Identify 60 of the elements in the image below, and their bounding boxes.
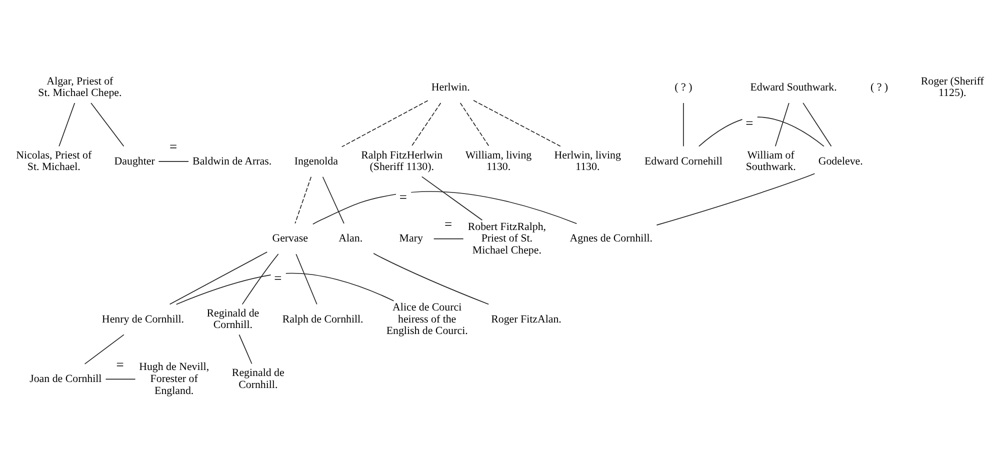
node-text: Mary (399, 232, 423, 245)
connector (373, 253, 490, 305)
connector (683, 102, 684, 147)
node-text: Robert FitzRalph, Priest of St. Michael Chepe. (468, 220, 546, 256)
node-text: Edward Cornehill (644, 155, 722, 168)
connector (656, 173, 816, 226)
edge-label: = (399, 190, 407, 205)
node-text: Gervase (272, 232, 308, 245)
node-text: Roger (Sheriff 1125). (920, 75, 984, 100)
connector (421, 176, 483, 221)
connector (105, 378, 136, 380)
node-text: Herlwin. (431, 81, 470, 94)
edge-label: = (444, 216, 452, 232)
node-text: Algar, Priest of St. Michael Chepe. (38, 75, 122, 100)
edge-label: = (746, 116, 754, 131)
node-text: Roger FitzAlan. (491, 313, 562, 326)
node-text: William of Southwark. (746, 149, 796, 174)
connector (90, 102, 124, 147)
node-text: Nicolas, Priest of St. Michael. (16, 149, 92, 174)
node-text: Ralph de Cornhill. (282, 313, 364, 326)
node-text: Daughter (114, 155, 155, 168)
connector (774, 102, 790, 147)
connector (802, 102, 832, 147)
node-text: Hugh de Nevill, Forester of England. (139, 361, 210, 397)
node-text: Herlwin, living 1130. (554, 149, 621, 174)
node-text: ( ? ) (870, 81, 888, 94)
connector (58, 102, 76, 147)
node-text: Ralph FitzHerlwin (Sheriff 1130). (361, 149, 443, 174)
node-text: Godeleve. (818, 155, 863, 168)
node-text: Edward Southwark. (750, 81, 837, 94)
connector (322, 176, 344, 224)
connector (84, 334, 124, 364)
connector (460, 102, 490, 147)
node-text: William, living 1130. (465, 149, 532, 174)
connector (411, 102, 442, 147)
node-text: Reginald de Cornhill. (206, 307, 260, 332)
connector (169, 252, 268, 305)
connector (294, 176, 312, 224)
edge-label: = (274, 270, 282, 286)
node-text: Reginald de Cornhill. (232, 367, 284, 391)
connector (473, 100, 561, 147)
connector (433, 238, 464, 240)
connector (242, 254, 279, 305)
connector (176, 272, 394, 305)
connector (698, 116, 824, 147)
node-text: ( ? ) (674, 81, 692, 94)
connector (341, 100, 428, 148)
node-text: Alice de Courci heiress of the English de Courci. (386, 302, 468, 338)
node-text: Joan de Cornhill (30, 373, 102, 386)
node-text: Baldwin de Arras. (192, 155, 272, 168)
edge-label: = (169, 139, 178, 154)
edge-label: = (116, 356, 124, 372)
connector (238, 334, 252, 364)
connector (296, 254, 318, 305)
connector (312, 191, 578, 225)
node-text: Ingenolda (294, 155, 338, 168)
node-text: Henry de Cornhill. (102, 313, 184, 326)
node-text: Agnes de Cornhill. (570, 232, 653, 245)
connector (158, 161, 189, 162)
node-text: Alan. (338, 232, 363, 245)
